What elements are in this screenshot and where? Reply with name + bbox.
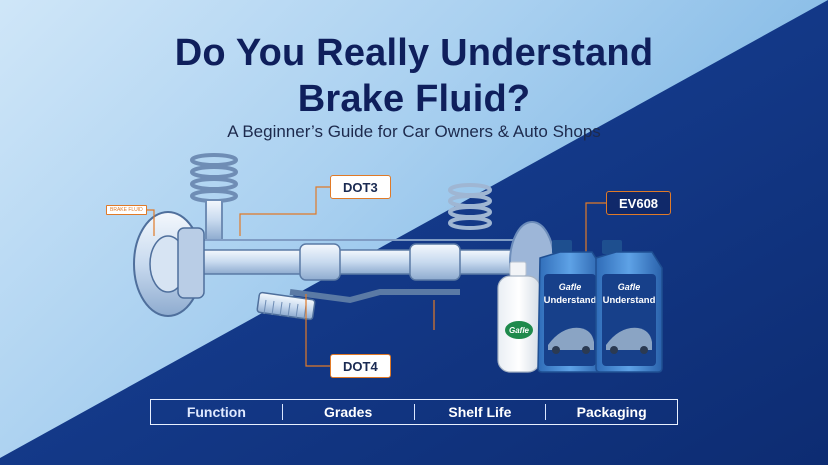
feature-shelf-life: Shelf Life [448, 404, 512, 420]
callout-ev608: EV608 [606, 191, 672, 215]
feature-grades: Grades [324, 404, 373, 420]
feature-divider [281, 404, 283, 420]
left-spring-icon [190, 153, 238, 241]
headline-line-2: Brake Fluid? [297, 78, 531, 120]
callout-dot4: DOT4 [330, 354, 391, 378]
headline: Do You Really Understand Brake Fluid? [0, 30, 828, 122]
feature-divider [413, 404, 415, 420]
feature-bar: Function Grades Shelf Life Packaging [150, 399, 678, 425]
headline-line-1: Do You Really Understand [174, 32, 654, 74]
subtitle: A Beginner’s Guide for Car Owners & Auto… [227, 122, 601, 141]
jug-2-name: Understand [603, 295, 656, 306]
jug-1-name: Understand [544, 295, 597, 306]
callout-dot3: DOT3 [330, 175, 391, 199]
feature-divider [545, 404, 547, 420]
jug-1-brand: Gafle [559, 282, 582, 292]
left-brake-disc-illustration [133, 211, 205, 317]
feature-function: Function [186, 404, 246, 420]
feature-packaging: Packaging [576, 404, 647, 420]
bottle-icon: Gafle [497, 261, 541, 373]
right-spring-icon [448, 183, 492, 230]
jug-icon-2: Gafle Understand [595, 240, 663, 373]
bottle-brand-label: Gafle [509, 326, 530, 335]
callout-leader-lines [142, 186, 606, 367]
jug-2-brand: Gafle [618, 282, 641, 292]
jug-icon: Gafle Understand [537, 240, 603, 373]
axle-illustration [179, 239, 541, 281]
small-callout-tag: BRAKE FLUID [106, 205, 147, 215]
brake-pedal-illustration [256, 289, 460, 321]
